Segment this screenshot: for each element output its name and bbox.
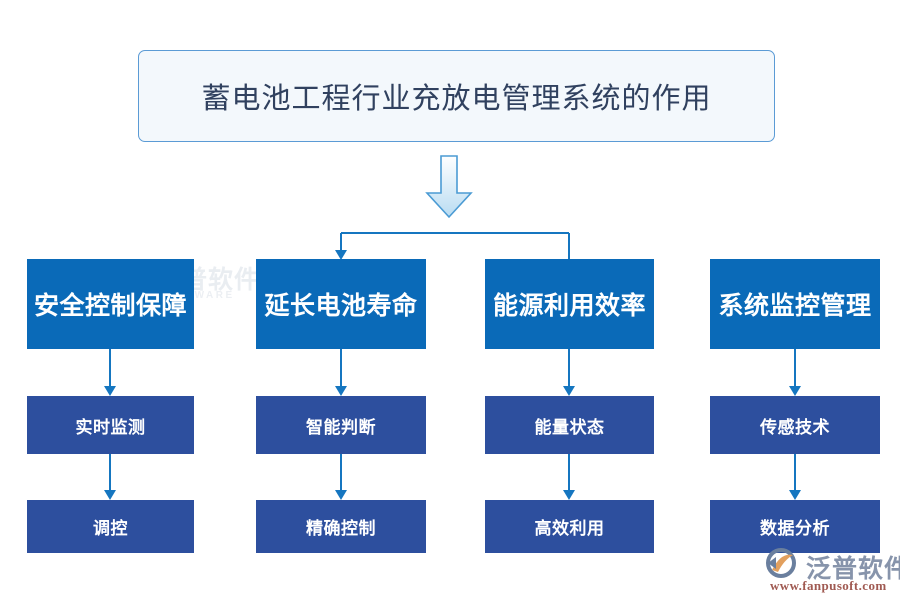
node-level2-col4[interactable]: 传感技术 <box>710 396 880 454</box>
node-level2-col1-label: 实时监测 <box>75 417 146 438</box>
node-level3-col1-label: 调控 <box>93 519 128 539</box>
node-level2-col2-label: 智能判断 <box>306 417 376 438</box>
node-level2-col2[interactable]: 智能判断 <box>256 396 426 454</box>
diagram-title-text: 蓄电池工程行业充放电管理系统的作用 <box>201 81 712 115</box>
node-level1-col4-label: 系统监控管理 <box>718 291 872 320</box>
node-level3-col4[interactable]: 数据分析 <box>710 500 880 553</box>
brand-mark-icon <box>766 548 796 578</box>
node-level1-col1[interactable]: 安全控制保障 <box>27 259 194 349</box>
brand-logo-url: www.fanpusoft.com <box>770 578 887 593</box>
node-level2-col3[interactable]: 能量状态 <box>485 396 654 454</box>
title-down-arrow-icon <box>425 155 473 219</box>
node-level3-col3[interactable]: 高效利用 <box>485 500 654 553</box>
node-level1-col1-label: 安全控制保障 <box>33 291 187 320</box>
node-level3-col4-label: 数据分析 <box>760 519 830 539</box>
node-level2-col1[interactable]: 实时监测 <box>27 396 194 454</box>
brand-logo-name: 泛普软件 <box>806 555 900 583</box>
node-level2-col4-label: 传感技术 <box>760 417 830 438</box>
node-level3-col2-label: 精确控制 <box>306 519 376 539</box>
node-level1-col3-label: 能源利用效率 <box>492 291 646 320</box>
node-level1-col3[interactable]: 能源利用效率 <box>485 259 654 349</box>
node-level3-col1[interactable]: 调控 <box>27 500 194 553</box>
brand-logo: 泛普软件 www.fanpusoft.com <box>762 548 900 596</box>
node-level1-col2-label: 延长电池寿命 <box>264 291 418 320</box>
node-level1-col2[interactable]: 延长电池寿命 <box>256 259 426 349</box>
node-level3-col3-label: 高效利用 <box>534 519 605 539</box>
diagram-title-box: 蓄电池工程行业充放电管理系统的作用 <box>138 50 775 142</box>
node-level3-col2[interactable]: 精确控制 <box>256 500 426 553</box>
node-level1-col4[interactable]: 系统监控管理 <box>710 259 880 349</box>
node-level2-col3-label: 能量状态 <box>534 417 605 438</box>
